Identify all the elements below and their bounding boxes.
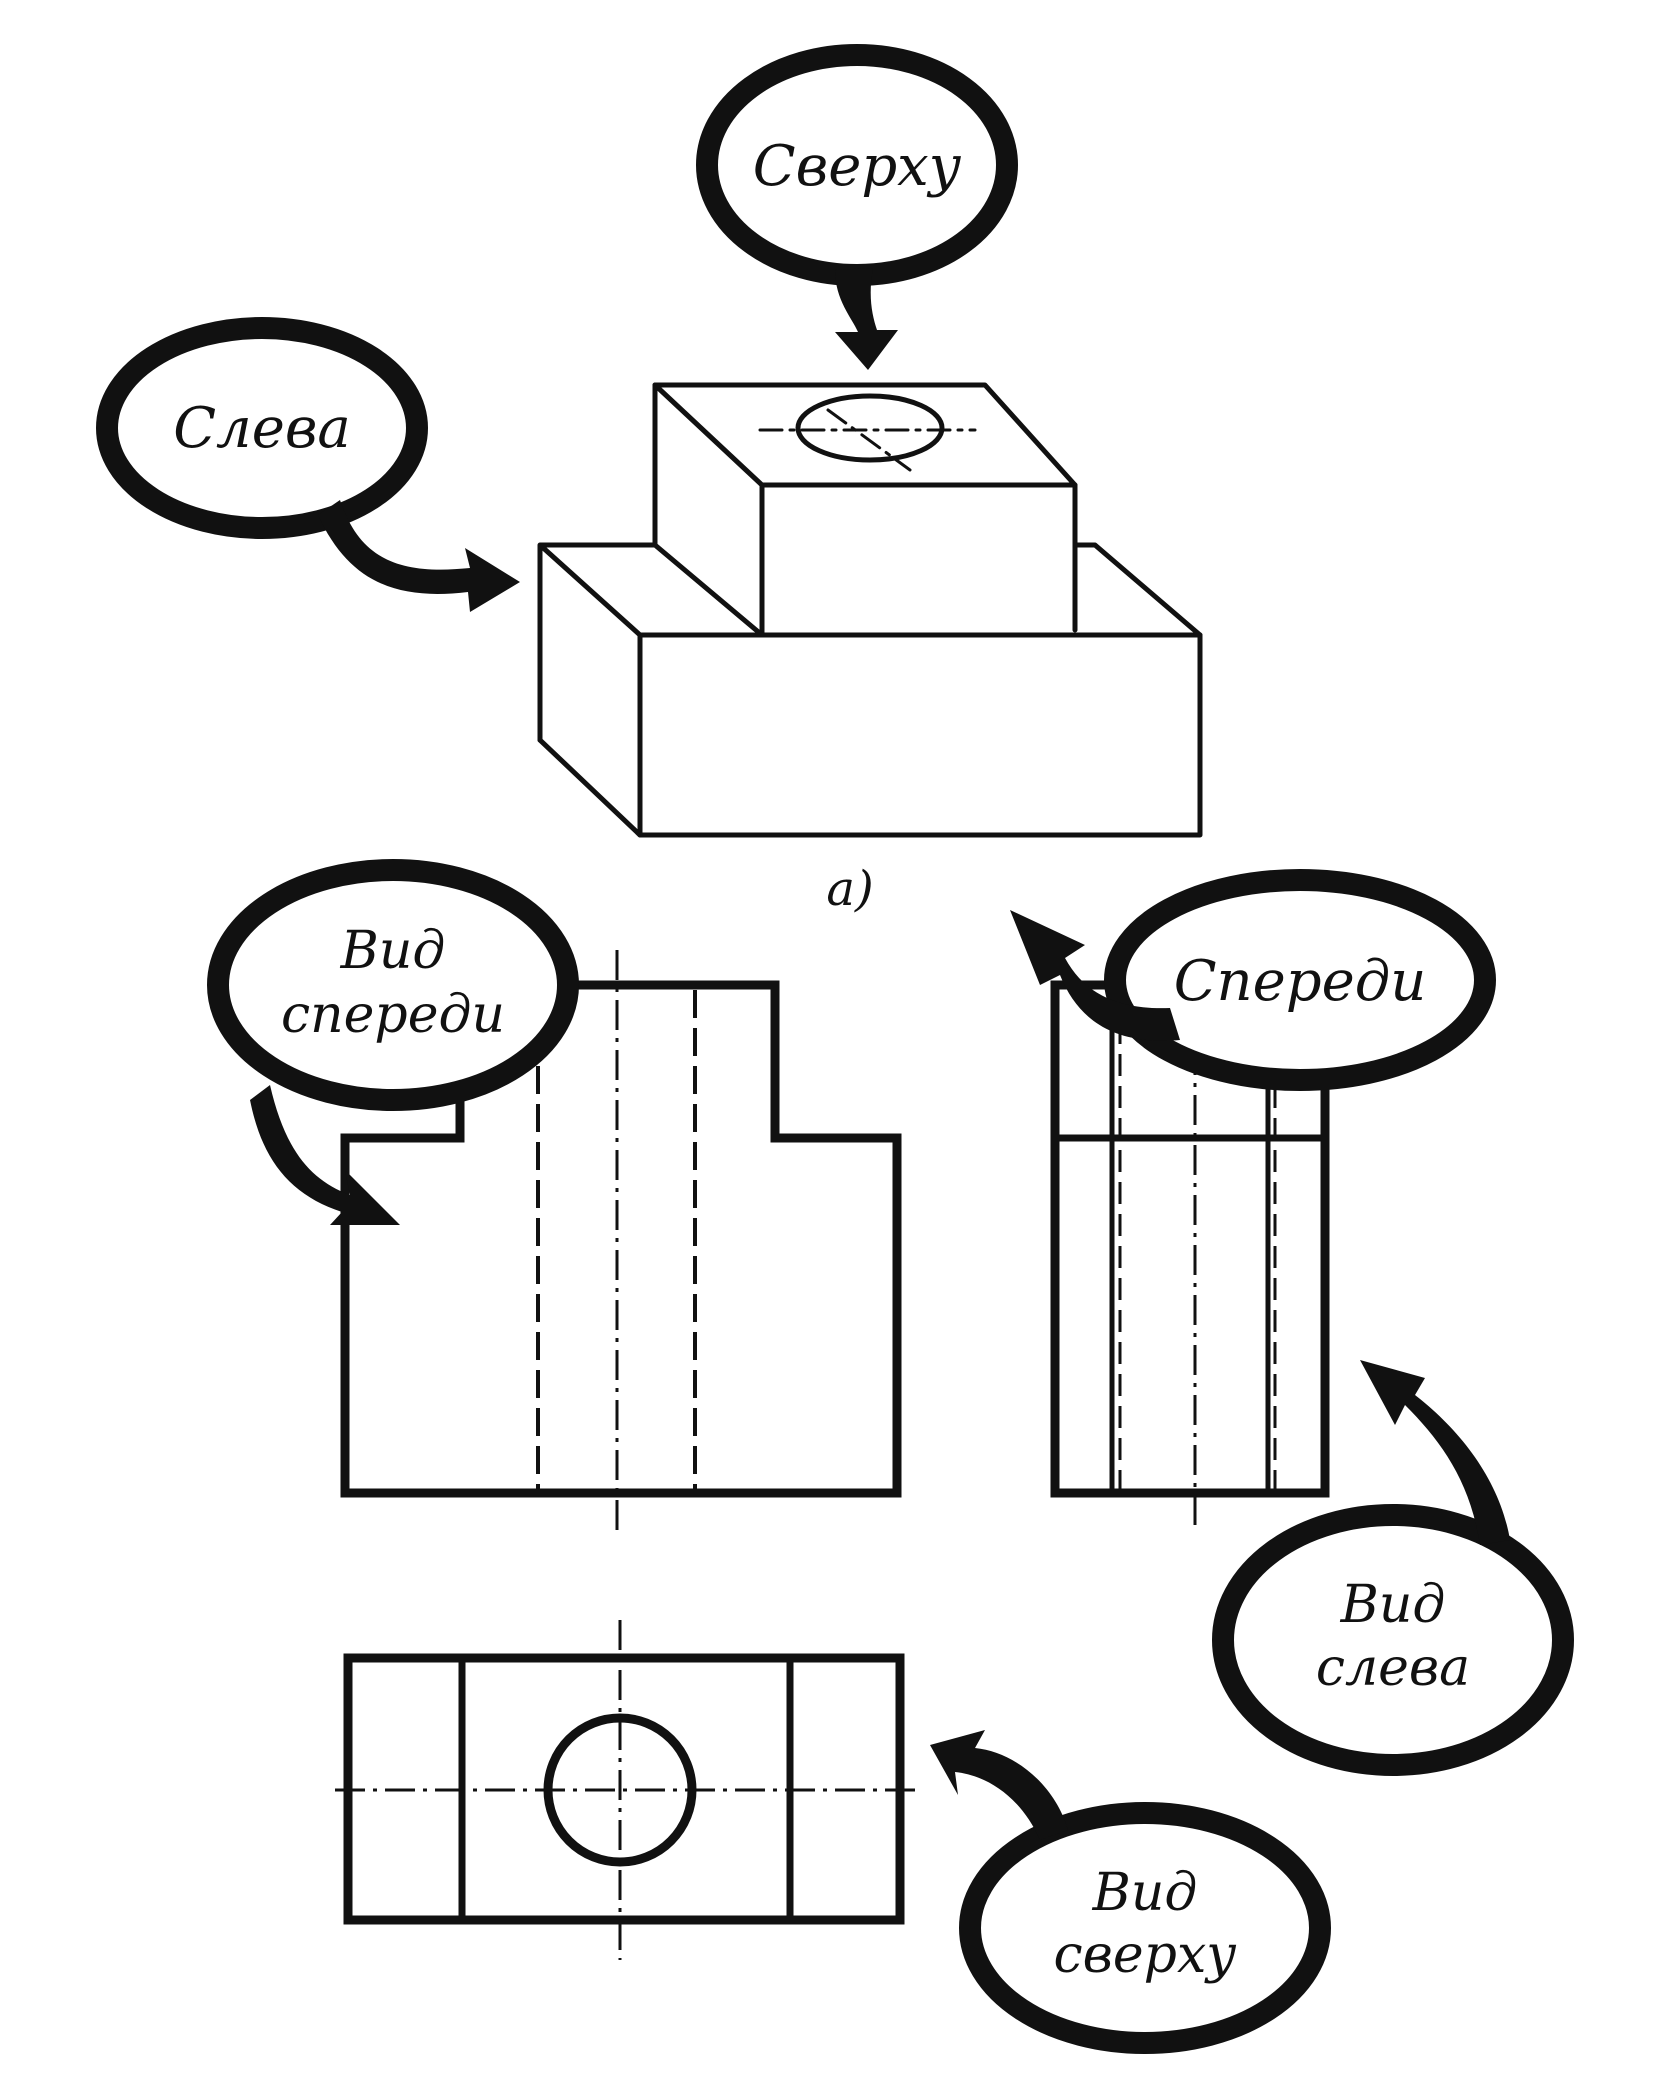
callout-front-label: Спереди [1174,949,1427,1014]
upper-block-top-face [652,382,1078,488]
callout-front: Спереди [1010,869,1496,1091]
callout-top-label: Сверху [753,134,962,199]
top-hole-centerline [758,408,977,472]
callout-left-view-arrow [1360,1360,1510,1545]
callout-front-view: Вид спереди [207,859,579,1225]
callout-top-view-line2: сверху [1054,1925,1237,1985]
callout-left-view-line1: Вид [1340,1575,1446,1635]
left-step [537,542,765,743]
base-front-face [637,632,1203,838]
callout-top-view: Вид сверху [930,1730,1331,2054]
figure-caption: a) [826,861,873,917]
callout-front-view-bubble [207,859,579,1111]
callout-left: Слева [96,317,520,612]
callout-top: Сверху [696,44,1018,370]
callout-front-view-arrow [250,1085,400,1225]
callout-left-view-bubble [1212,1504,1574,1776]
callout-front-view-line2: спереди [281,985,505,1045]
callout-left-bubble [96,317,428,539]
callout-left-label: Слева [173,396,351,461]
callout-left-view-line2: слева [1316,1638,1470,1698]
isometric-part [537,382,1203,838]
callout-top-view-bubble [959,1802,1331,2054]
top-view-drawing [335,1620,915,1960]
callout-front-bubble [1104,869,1496,1091]
right-step [1072,542,1203,638]
callout-left-view: Вид слева [1212,1360,1574,1776]
callout-front-arrow [1010,910,1180,1041]
callout-top-view-line1: Вид [1092,1863,1198,1923]
upper-block-left-face [652,382,765,638]
callout-front-view-line1: Вид [340,921,446,981]
front-view-drawing [340,950,902,1530]
callout-left-arrow [318,500,520,612]
callout-top-view-arrow [930,1730,1068,1840]
callout-top-arrow [835,268,898,370]
base-left-face [537,737,643,838]
upper-block-front-face [759,482,1078,638]
front-view-outline [340,980,902,1498]
top-hole-ellipse [795,393,945,463]
